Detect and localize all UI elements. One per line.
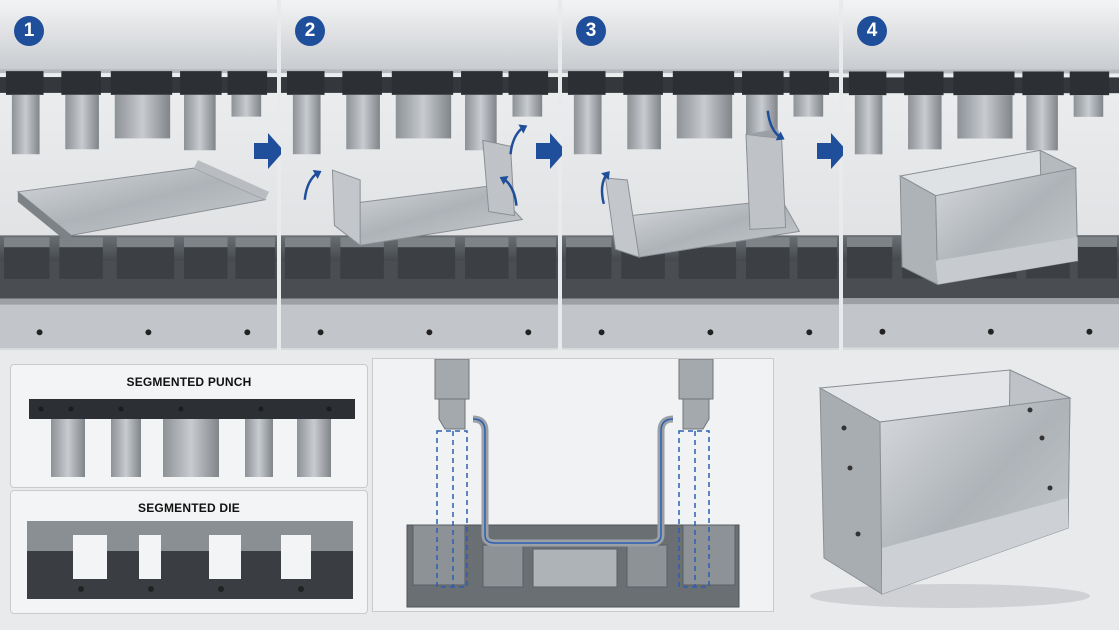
step-arrow-icon bbox=[536, 133, 566, 169]
press-brake-illustration bbox=[0, 1, 277, 349]
step-panel-3: 3 bbox=[562, 0, 839, 350]
press-brake-illustration bbox=[843, 2, 1119, 348]
step-panel-2: 2 bbox=[281, 0, 558, 350]
step-badge-2: 2 bbox=[295, 16, 325, 46]
step-arrow-icon bbox=[817, 133, 847, 169]
step-arrow-icon bbox=[254, 133, 284, 169]
press-brake-illustration bbox=[562, 1, 839, 349]
segmented-punch-box: SEGMENTED PUNCH bbox=[10, 364, 368, 488]
step-panel-1: 1 bbox=[0, 0, 277, 350]
step-panel-4: 4 bbox=[843, 0, 1119, 350]
bending-cross-section bbox=[406, 359, 740, 608]
segmented-punch-illustration bbox=[29, 399, 355, 477]
step-badge-4: 4 bbox=[857, 16, 887, 46]
step-badge-3: 3 bbox=[576, 16, 606, 46]
finished-box-part bbox=[810, 369, 1090, 608]
segmented-die-label: SEGMENTED DIE bbox=[138, 501, 240, 515]
segmented-punch-label: SEGMENTED PUNCH bbox=[126, 375, 252, 389]
cross-section-box bbox=[372, 358, 774, 612]
step-badge-1: 1 bbox=[14, 16, 44, 46]
segmented-die-illustration bbox=[27, 521, 353, 599]
finished-part-view bbox=[780, 358, 1119, 618]
press-brake-illustration bbox=[281, 1, 558, 349]
segmented-die-box: SEGMENTED DIE bbox=[10, 490, 368, 614]
